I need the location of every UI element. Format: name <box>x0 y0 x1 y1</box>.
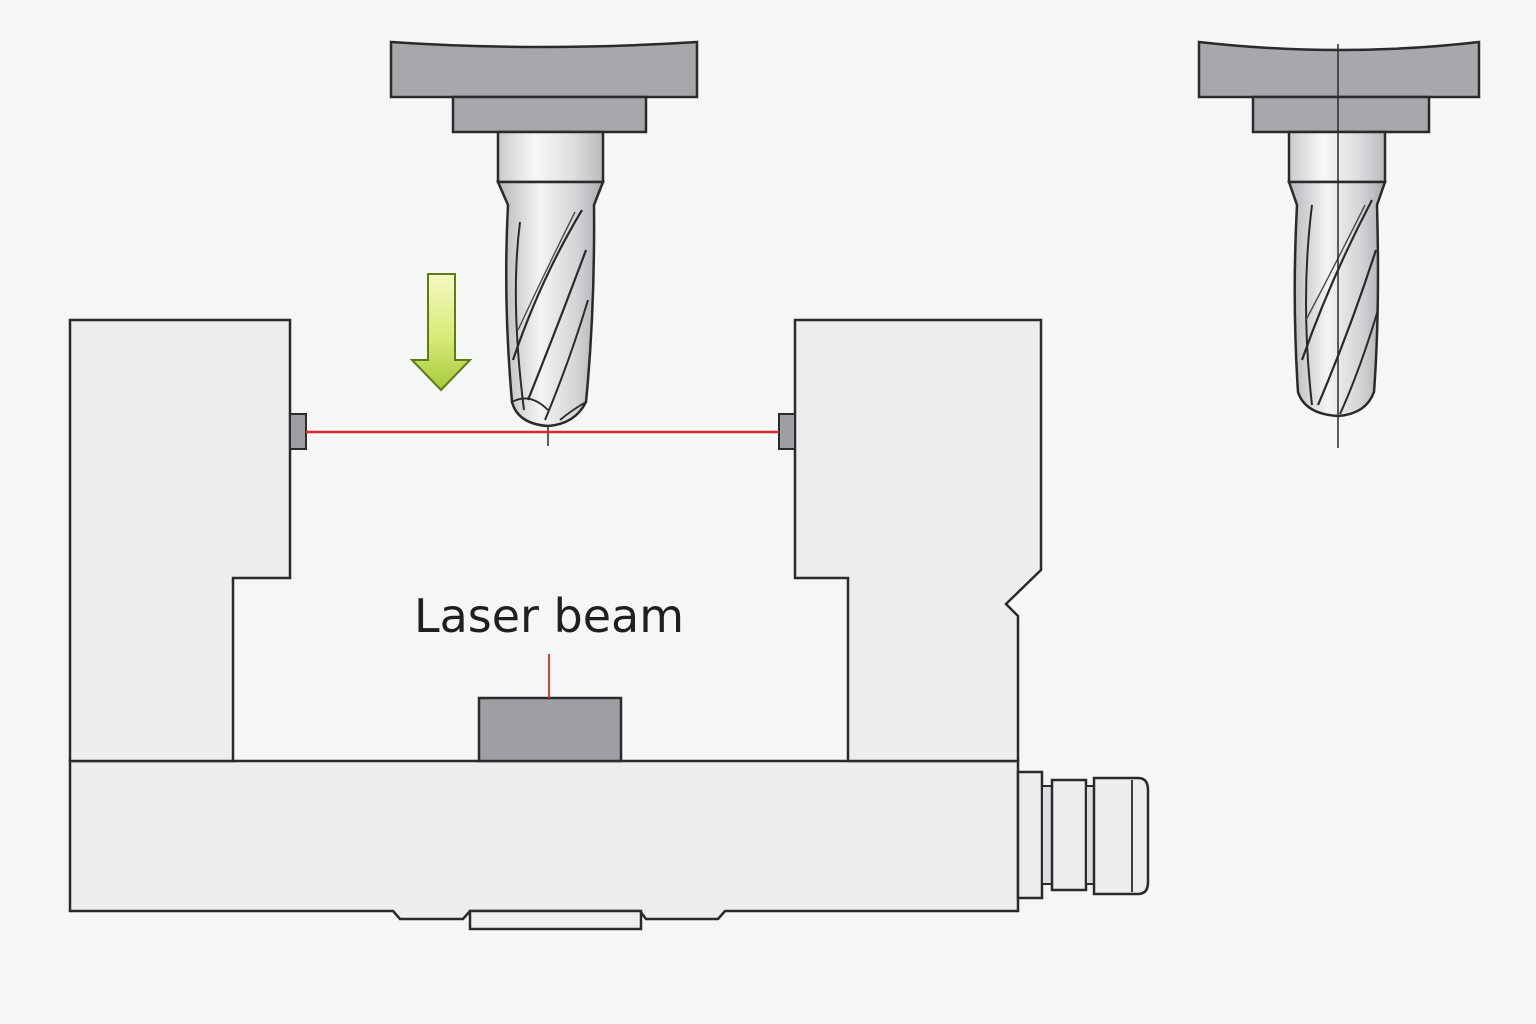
laser-beam-label: Laser beam <box>414 589 684 643</box>
down-arrow-icon <box>409 273 473 392</box>
spindle-head-right <box>1197 40 1481 134</box>
left-tower <box>68 318 292 763</box>
laser-receiver <box>778 413 796 450</box>
cable-connector <box>1016 770 1150 900</box>
center-block <box>477 696 623 763</box>
base-foot-plate <box>468 909 643 931</box>
laser-emitter <box>289 413 307 450</box>
end-mill-tool-right <box>1287 130 1387 418</box>
end-mill-tool-left <box>496 130 605 428</box>
spindle-head-left <box>389 40 699 134</box>
device-base <box>68 759 1020 921</box>
right-tower <box>793 318 1043 763</box>
